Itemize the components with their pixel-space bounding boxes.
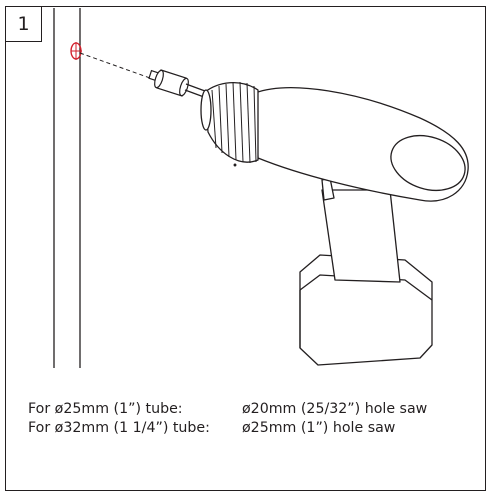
wall-panel [53, 8, 81, 368]
note-tube-32: For ø32mm (1 1/4”) tube: [28, 420, 210, 436]
cordless-drill [200, 81, 469, 366]
step-number-box: 1 [5, 6, 42, 42]
instruction-frame [5, 6, 486, 491]
alignment-line [79, 52, 151, 79]
note-saw-25: ø25mm (1”) hole saw [242, 420, 396, 436]
pilot-hole-marker [70, 42, 82, 60]
note-tube-25: For ø25mm (1”) tube: [28, 401, 183, 417]
note-saw-20: ø20mm (25/32”) hole saw [242, 401, 428, 417]
step-number: 1 [17, 13, 30, 35]
hole-saw-bit [148, 69, 206, 98]
